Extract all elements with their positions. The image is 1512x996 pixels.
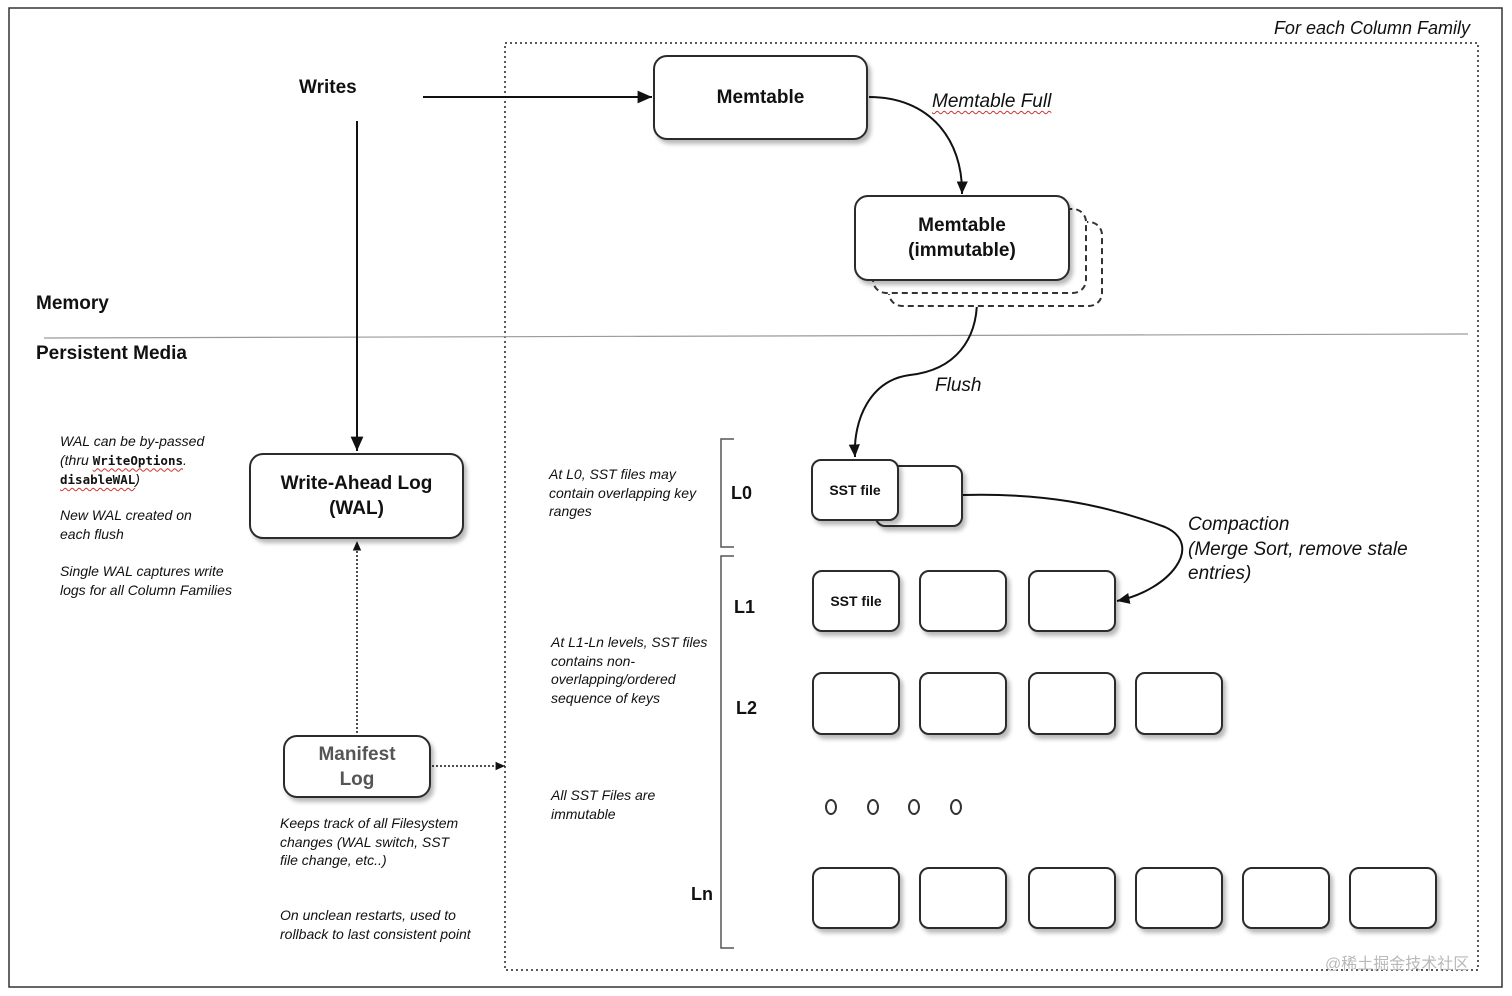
wal-bypass-line3: disableWAL) <box>60 470 235 490</box>
memtable-full-label: Memtable Full <box>932 91 1051 113</box>
l1-sst-file: SST file <box>812 570 900 632</box>
ln-sst-file <box>919 867 1007 929</box>
compaction-label: Compaction (Merge Sort, remove stale ent… <box>1188 513 1408 587</box>
l1-sst-file <box>1028 570 1116 632</box>
column-family-region <box>504 42 1479 971</box>
persistent-media-label: Persistent Media <box>36 343 187 364</box>
l0-sst-file-label: SST file <box>829 481 881 498</box>
wal-bypass-prefix: (thru <box>60 451 93 468</box>
immutable-sst-note: All SST Files are immutable <box>551 787 656 822</box>
l2-sst-file <box>1028 672 1116 735</box>
single-wal-note: Single WAL captures write logs for all C… <box>60 563 232 598</box>
ln-sst-file <box>1028 867 1116 929</box>
new-wal-note: New WAL created on each flush <box>60 507 192 542</box>
wal-bypass-code2: disableWAL <box>60 472 136 488</box>
manifest-log-box: Manifest Log <box>283 735 431 798</box>
ln-sst-file <box>1242 867 1330 929</box>
ellipsis-mark <box>867 799 879 815</box>
manifest-tracks-note: Keeps track of all Filesystem changes (W… <box>280 815 459 869</box>
l1-ln-note: At L1-Ln levels, SST files contains non-… <box>551 634 708 706</box>
manifest-label-1: Manifest <box>318 743 396 765</box>
level-l1-label: L1 <box>734 597 756 617</box>
memory-divider <box>43 333 1469 339</box>
ln-sst-file <box>1349 867 1437 929</box>
compaction-label-2: (Merge Sort, remove stale <box>1188 538 1408 560</box>
watermark: @稀土掘金技术社区 <box>1325 956 1470 973</box>
l1-sst-file <box>919 570 1007 632</box>
wal-bypass-suffix: . <box>183 451 187 468</box>
wal-bypass-code1: WriteOptions <box>92 452 183 468</box>
bracket-l0 <box>720 438 734 548</box>
memtable-full-text: Memtable Full <box>932 91 1052 112</box>
level-l2-label: L2 <box>736 698 758 718</box>
l1-sst-file-label: SST file <box>830 592 882 609</box>
flush-label: Flush <box>935 375 982 396</box>
l2-sst-file <box>812 672 900 735</box>
immutable-memtable-label-1: Memtable <box>918 215 1006 236</box>
ln-sst-file <box>812 867 900 929</box>
arrow-compaction <box>962 493 1184 604</box>
arrow-flush <box>848 296 979 458</box>
l0-sst-file: SST file <box>811 459 899 521</box>
writes-label: Writes <box>299 77 357 98</box>
wal-bypass-close: ) <box>135 471 140 488</box>
l2-sst-file <box>919 672 1007 735</box>
wal-bypass-note: WAL can be by-passed (thru WriteOptions.… <box>60 432 235 490</box>
immutable-memtable-label-2: (immutable) <box>908 240 1016 261</box>
wal-bypass-line1: WAL can be by-passed <box>60 433 205 449</box>
wal-bypass-line2: (thru WriteOptions. <box>60 451 235 471</box>
outer-frame <box>8 7 1503 988</box>
column-family-label: For each Column Family <box>1273 18 1470 38</box>
l2-sst-file <box>1135 672 1223 735</box>
bracket-l1-ln <box>720 555 734 949</box>
ln-sst-file <box>1135 867 1223 929</box>
wal-label-2: (WAL) <box>329 498 384 519</box>
ellipsis-mark <box>950 799 962 815</box>
memory-label: Memory <box>36 293 109 314</box>
manifest-label-2: Log <box>339 768 375 790</box>
level-ln-label: Ln <box>691 884 713 904</box>
wal-label-1: Write-Ahead Log <box>280 473 433 494</box>
compaction-label-3: entries) <box>1188 563 1252 584</box>
wal-box: Write-Ahead Log (WAL) <box>249 453 464 539</box>
ellipsis-mark <box>825 799 837 815</box>
ellipsis-mark <box>908 799 920 815</box>
immutable-memtable-box: Memtable (immutable) <box>854 195 1070 281</box>
memtable-box: Memtable <box>653 55 868 140</box>
level-l0-label: L0 <box>731 483 753 503</box>
manifest-restarts-note: On unclean restarts, used to rollback to… <box>280 907 471 942</box>
memtable-label: Memtable <box>716 87 805 108</box>
arrow-memtable-full <box>868 96 968 195</box>
l0-note: At L0, SST files may contain overlapping… <box>549 466 697 520</box>
compaction-label-1: Compaction <box>1188 514 1290 535</box>
